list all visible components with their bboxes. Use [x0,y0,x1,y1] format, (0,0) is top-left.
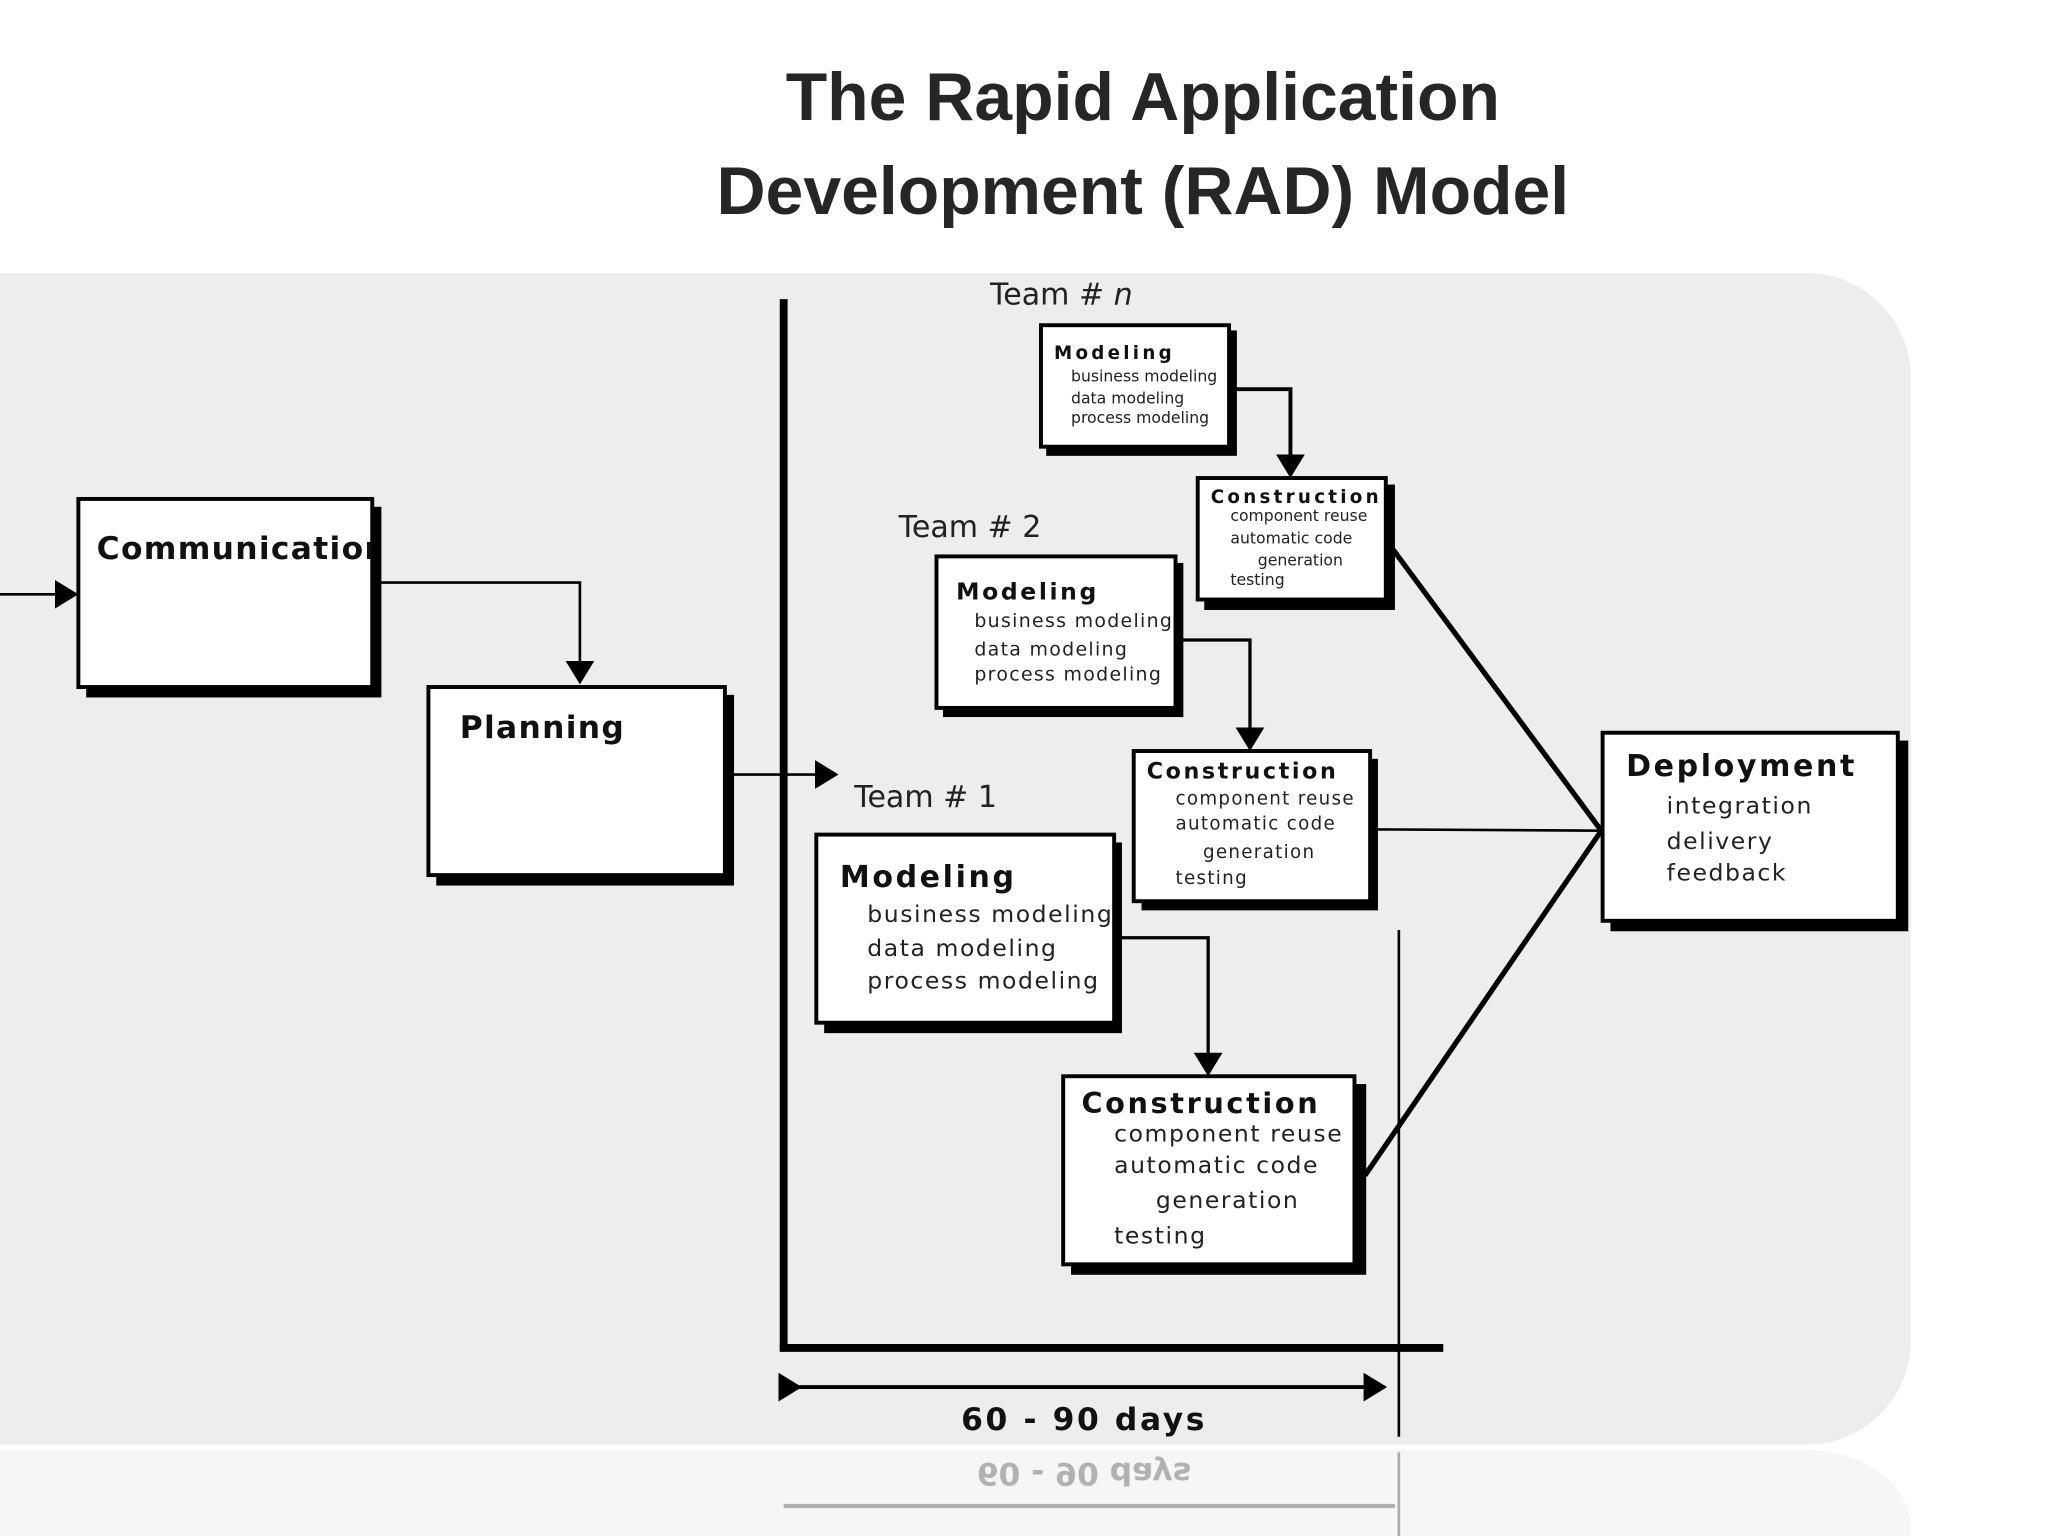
team-2-label: Team # 2 [898,510,1042,545]
deployment-item: integration [1667,792,1813,820]
title-line-2: Development (RAD) Model [717,154,1570,229]
svg-text:component reuse automatic: component reuse automatic code generatio… [1230,506,1372,589]
team-2-construction-item: generation [1203,842,1315,863]
team-1-arrow [1114,936,1223,1077]
duration-label: 60 - 90 days [961,1402,1207,1438]
team-2-construction-label: Construction [1147,758,1339,784]
team-1-modeling-item: process modeling [867,967,1099,995]
communication-label: Communication [97,531,388,567]
team-n-modeling-item: business modeling [1071,366,1217,385]
team-2-arrow [1175,638,1265,752]
deployment-item: delivery [1667,827,1774,855]
panel-reflection [0,1449,1911,1536]
team-2-construction-item: automatic code [1176,813,1337,834]
team-1-label: Team # 1 [853,780,997,815]
team-n-construction-item: component reuse [1230,506,1367,525]
deployment-label: Deployment [1626,749,1857,784]
team-1-construction-item: generation [1156,1186,1299,1214]
team-2-construction-item: component reuse [1176,789,1355,810]
team-n-arrow [1229,387,1305,479]
reflection: 60 - 90 days [783,1452,1401,1536]
team-n-construction-box [1195,476,1388,602]
communication-box [76,496,375,689]
team-2-to-deployment-line [1376,828,1602,832]
svg-text:60 - 90 days: 60 - 90 days [977,1455,1192,1491]
svg-text:component reuse automatic: component reuse automatic code generatio… [1176,789,1363,890]
planning-box [426,685,727,878]
team-1-construction-item: testing [1114,1221,1206,1249]
comm-to-planning-arrow [372,581,595,685]
deployment-item: feedback [1667,858,1788,886]
team-2-construction-box [1131,749,1373,904]
team-2-modeling-label: Modeling [956,578,1099,606]
team-1-construction-item: component reuse [1114,1120,1343,1148]
svg-text:component reuse automatic: component reuse automatic code generatio… [1114,1120,1352,1250]
team-2-modeling-item: data modeling [974,639,1128,661]
svg-text:business modeling data mod: business modeling data modeling process … [867,900,1122,995]
team-1-to-deployment-line [1362,829,1604,1177]
team-2-modeling-item: business modeling [974,610,1173,632]
team-n-modeling-label: Modeling [1054,343,1175,364]
team-n-construction-label: Construction [1211,487,1382,508]
team-n-construction-item: generation [1258,551,1343,570]
team-1-modeling-item: data modeling [867,934,1057,962]
svg-text:integration delivery f: integration delivery feedback [1667,792,1822,887]
team-n-label: Team # n [989,277,1133,312]
team-n-modeling-item: process modeling [1071,408,1209,427]
deployment-box [1600,730,1900,923]
team-1-modeling-item: business modeling [867,900,1113,928]
team-1-construction-item: automatic code [1114,1151,1319,1179]
svg-text:business modeling data mod: business modeling data modeling process … [974,610,1180,686]
team-2-modeling-item: process modeling [974,663,1162,685]
team-2-modeling-box [934,554,1178,710]
team-n-to-deployment-line [1390,547,1604,833]
team-n-modeling-box [1039,323,1232,449]
planning-label: Planning [460,710,625,746]
team-2-construction-item: testing [1176,868,1248,889]
team-1-construction-box [1061,1074,1357,1267]
team-1-modeling-box [814,832,1117,1025]
team-n-construction-item: testing [1230,570,1284,589]
team-n-construction-item: automatic code [1230,528,1352,547]
team-1-modeling-label: Modeling [840,860,1017,895]
team-n-modeling-item: data modeling [1071,389,1184,408]
team-1-construction-label: Construction [1081,1086,1320,1120]
svg-text:business modeling data mod: business modeling data modeling process … [1071,366,1222,427]
title-line-1: The Rapid Application [786,60,1500,135]
